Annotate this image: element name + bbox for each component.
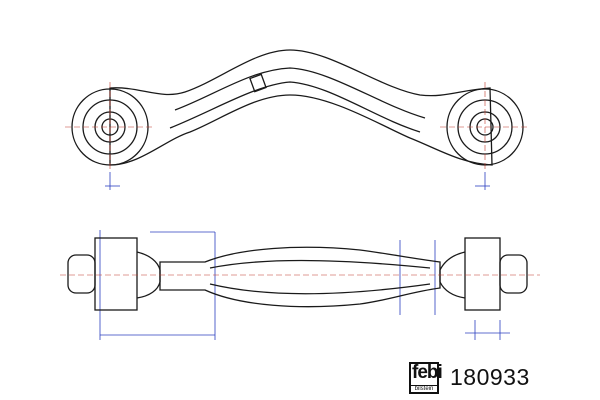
arm-outline: [109, 49, 493, 166]
febi-bilstein-logo: febi bilstein: [409, 362, 443, 394]
side-arm-body: [159, 246, 441, 308]
centerlines: [65, 82, 530, 172]
right-bushing-sleeve: [464, 237, 501, 311]
dimension-lines: [99, 172, 510, 340]
side-view: [67, 237, 528, 311]
right-bushing-flange: [439, 251, 466, 299]
left-bushing-sleeve: [94, 237, 138, 311]
right-bushing-rubber: [499, 254, 528, 294]
arm-rib: [174, 67, 426, 119]
top-view: [71, 49, 524, 166]
arm-rib: [169, 81, 421, 133]
logo-text: febi: [412, 362, 443, 383]
arm-boss: [249, 73, 267, 93]
part-number: 180933: [450, 364, 530, 390]
left-bushing-rubber: [67, 254, 96, 294]
side-arm-contour: [209, 259, 431, 295]
logo-subtext: bilstein: [411, 385, 437, 392]
left-bushing-flange: [136, 251, 161, 299]
